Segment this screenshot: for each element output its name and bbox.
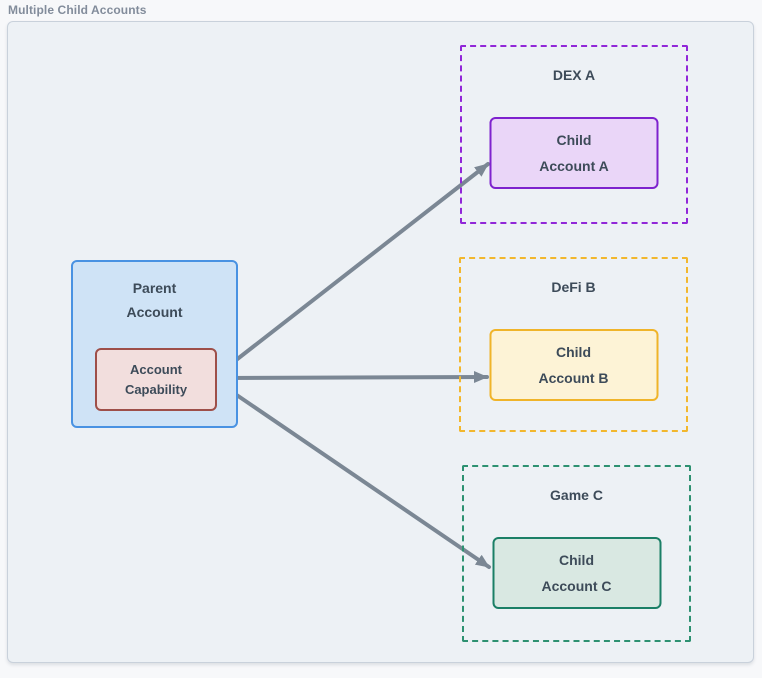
child-account-b-node: Child Account B [489, 329, 658, 401]
arrow-to-child-c [220, 383, 491, 569]
child-account-b-label: Child Account B [538, 344, 609, 386]
parent-account-node: Parent Account Account Capability [71, 260, 238, 428]
environment-game-c-label: Game C [550, 487, 603, 503]
environment-dex-a-label: DEX A [552, 67, 596, 83]
account-capability-node: Account Capability [95, 348, 217, 411]
environment-defi-b-label: DeFi B [551, 279, 596, 295]
arrow-to-child-b [220, 371, 489, 384]
diagram-canvas: Parent Account Account Capability DEX A … [7, 21, 754, 663]
child-account-a-node: Child Account A [489, 117, 659, 189]
child-account-c-label: Child Account C [541, 552, 612, 594]
parent-account-label: Parent Account [126, 280, 183, 320]
account-capability-label: Account Capability [124, 361, 188, 397]
environment-defi-b: DeFi B Child Account B [459, 257, 688, 432]
environment-dex-a: DEX A Child Account A [460, 45, 688, 224]
diagram-title: Multiple Child Accounts [8, 3, 147, 17]
child-account-a-label: Child Account A [539, 132, 609, 174]
environment-game-c: Game C Child Account C [462, 465, 691, 642]
child-account-c-node: Child Account C [492, 537, 661, 609]
arrow-to-child-a [220, 162, 490, 373]
